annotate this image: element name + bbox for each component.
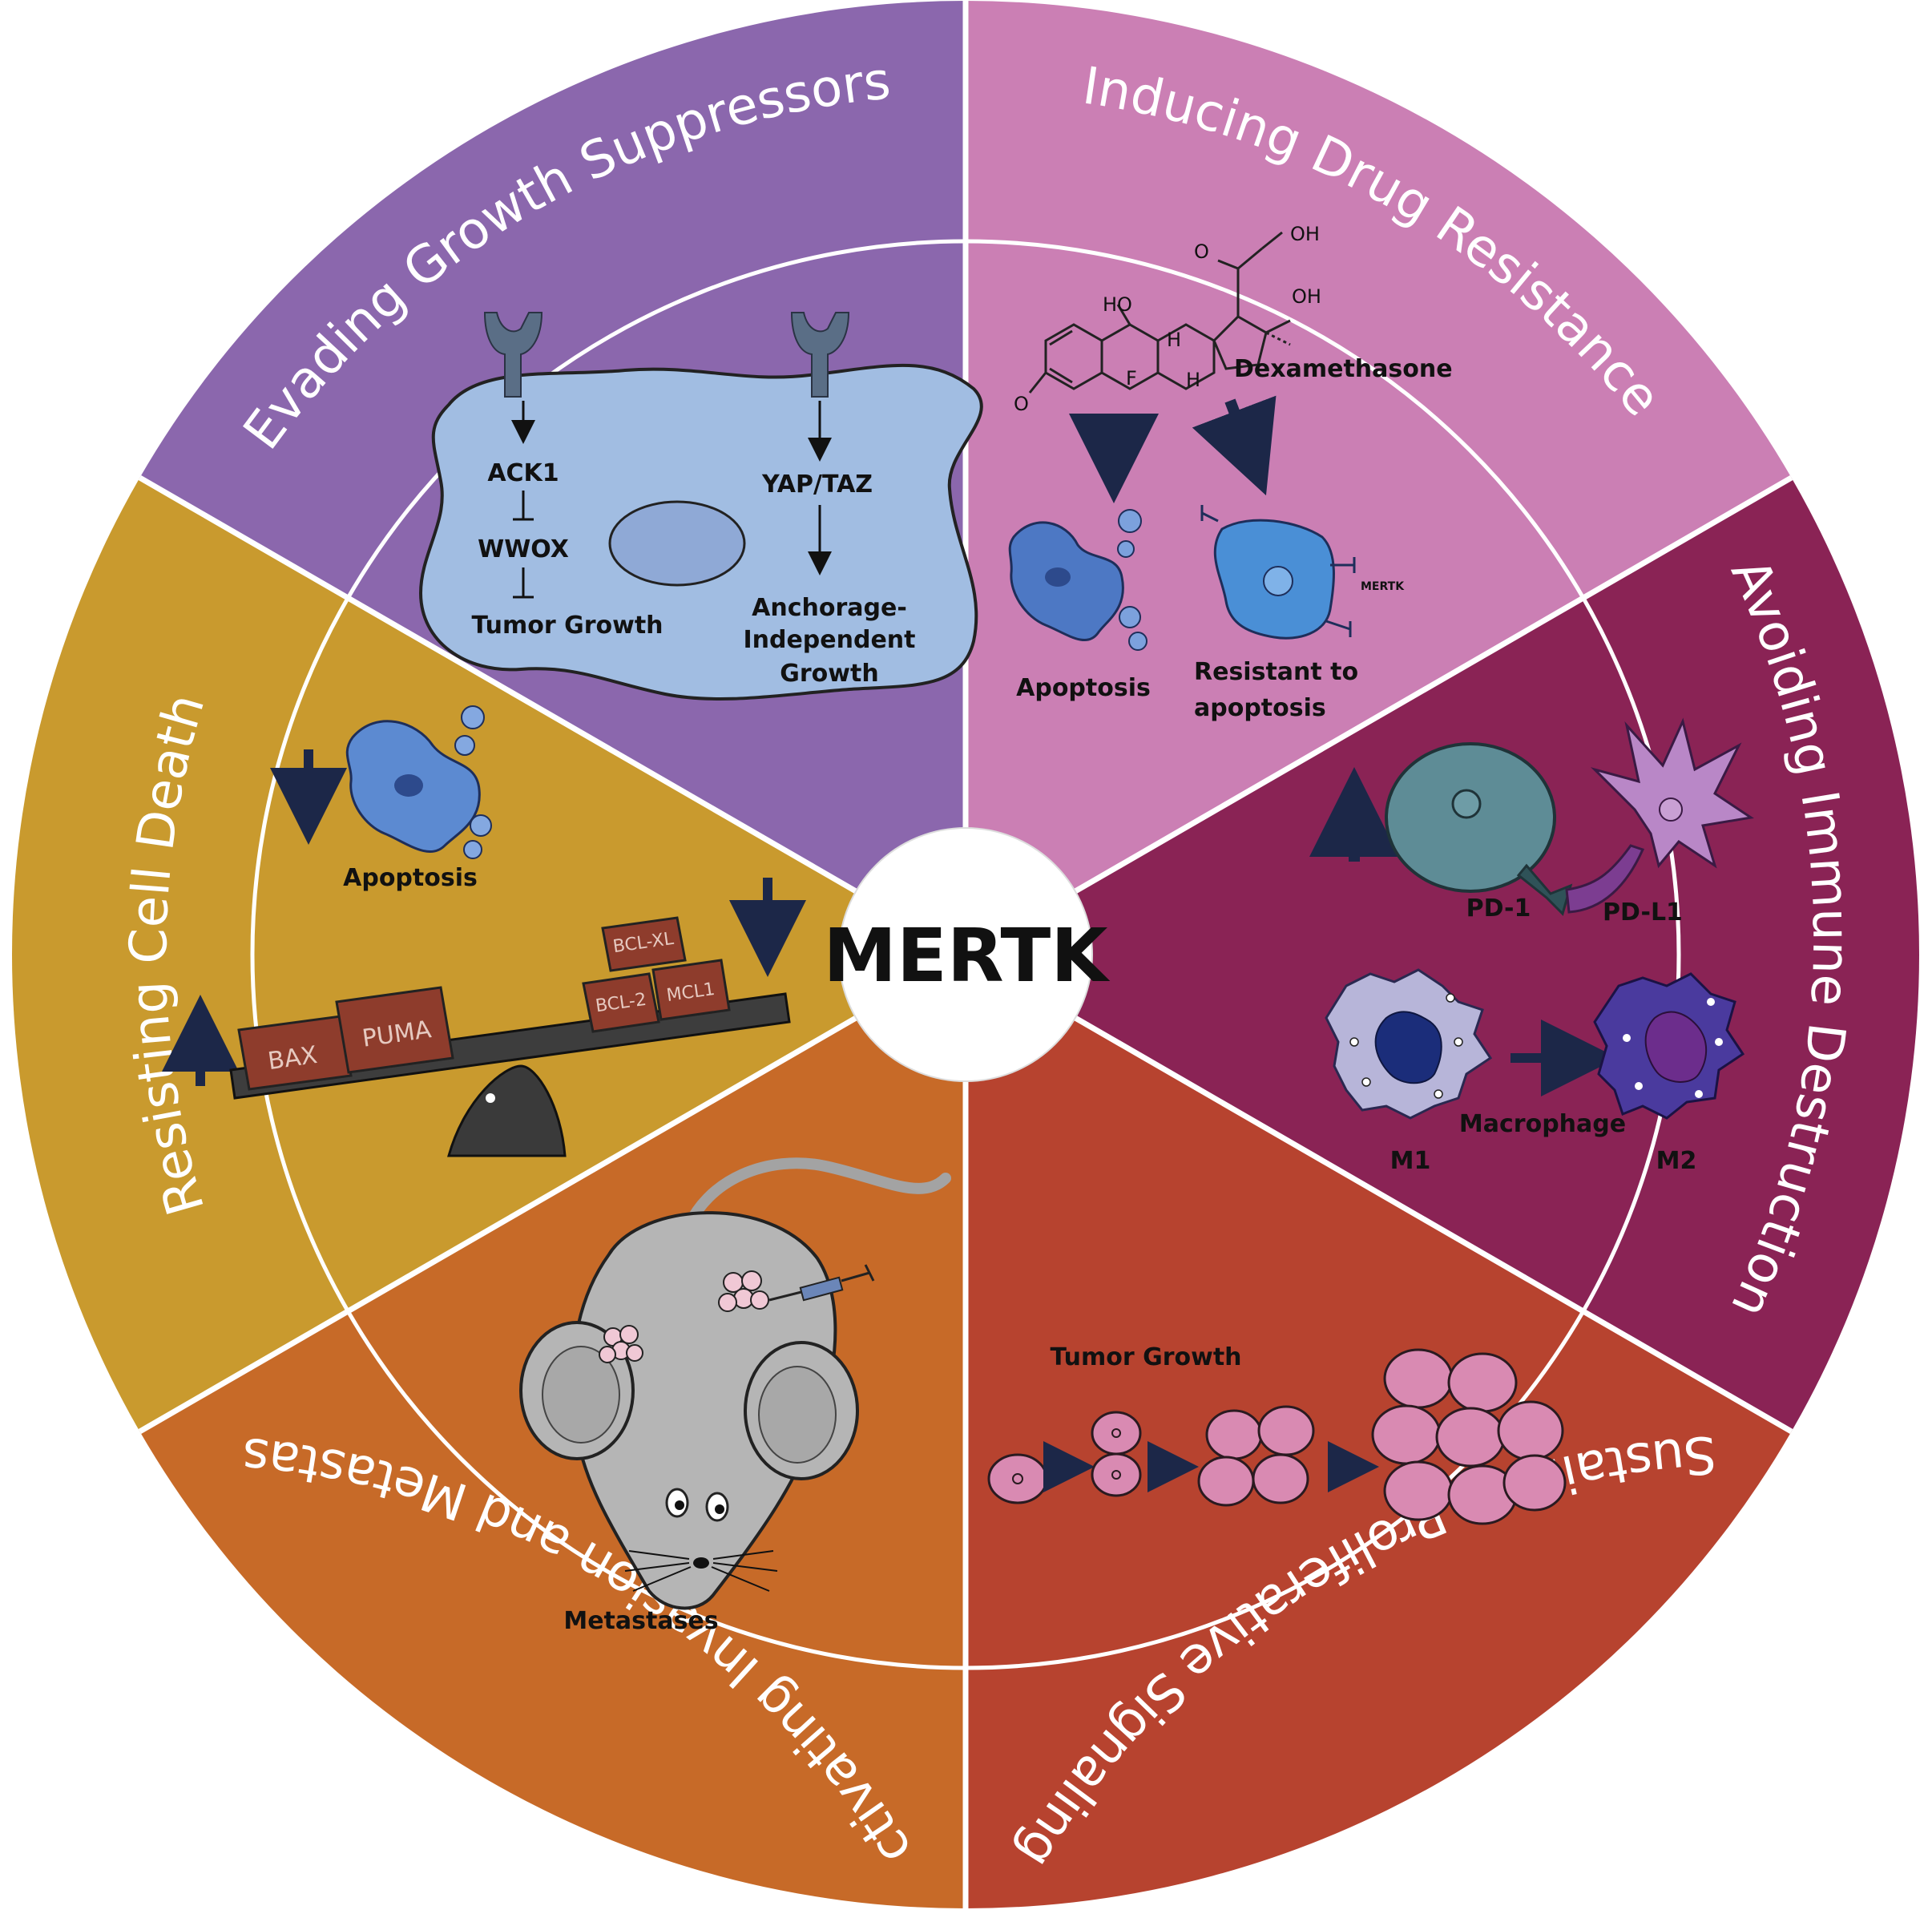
label-resistant-1: Resistant to bbox=[1194, 658, 1358, 686]
label-metastases: Metastases bbox=[563, 1607, 718, 1635]
drug-resistance-panel: OH O OH HO H H F O Dexamethasone Apoptos… bbox=[1008, 223, 1453, 722]
cell-death-panel: Apoptosis BAX PUMA BCL-2 MCL1 BCL-XL bbox=[162, 705, 806, 1157]
tumor-cells-3 bbox=[1197, 1405, 1315, 1507]
wedge-drug-resistance bbox=[966, 1, 1792, 955]
center-circle bbox=[838, 827, 1093, 1082]
chem-h-2: H bbox=[1186, 369, 1200, 391]
label-yap-taz: YAP/TAZ bbox=[761, 470, 873, 499]
proliferative-panel: Tumor Growth bbox=[987, 1343, 1567, 1525]
syringe-icon bbox=[768, 1264, 875, 1302]
block-mcl1: MCL1 bbox=[651, 959, 731, 1021]
wedge-immune-destruction bbox=[966, 478, 1919, 1431]
pdl1-ligand bbox=[1565, 844, 1645, 914]
label-m2: M2 bbox=[1656, 1147, 1697, 1175]
dendritic-cell bbox=[1590, 717, 1754, 869]
pd1-receptor bbox=[1516, 863, 1573, 916]
chem-f: F bbox=[1126, 367, 1137, 390]
label-wwox: WWOX bbox=[478, 535, 569, 563]
macrophage-m2 bbox=[1593, 972, 1745, 1120]
tumor-cells-2 bbox=[1091, 1411, 1142, 1497]
immune-panel: PD-1 PD-L1 Macrophage M1 M2 bbox=[1309, 717, 1754, 1175]
label-dexamethasone: Dexamethasone bbox=[1234, 355, 1453, 383]
segment-dividers bbox=[138, 1, 1793, 1908]
block-bcl2: BCL-2 bbox=[582, 972, 660, 1033]
macrophage-m1 bbox=[1325, 968, 1493, 1120]
label-apoptosis-death: Apoptosis bbox=[343, 864, 478, 892]
mouse-ear-left-inner bbox=[542, 1346, 620, 1444]
label-tumor-growth-prolif: Tumor Growth bbox=[1050, 1343, 1241, 1371]
label-ack1: ACK1 bbox=[487, 459, 559, 487]
mouse-tail bbox=[680, 1157, 951, 1240]
nucleus bbox=[608, 500, 746, 587]
label-anchorage-2: Independent bbox=[743, 626, 915, 654]
label-anchorage-3: Growth bbox=[780, 660, 878, 688]
chem-oh-1: OH bbox=[1290, 223, 1320, 245]
apoptotic-cell-icon-death bbox=[345, 705, 492, 859]
arrow-to-resistant bbox=[1192, 395, 1277, 496]
label-mertk-small: MERTK bbox=[1361, 580, 1405, 593]
label-resistant-2: apoptosis bbox=[1194, 694, 1326, 722]
block-puma: PUMA bbox=[335, 986, 454, 1074]
wedge-divider-4 bbox=[138, 951, 967, 1435]
chem-o-1: O bbox=[1194, 240, 1209, 263]
label-apoptosis-drug: Apoptosis bbox=[1016, 674, 1151, 702]
label-tumor-growth: Tumor Growth bbox=[471, 612, 663, 640]
chem-oh-2: OH bbox=[1292, 285, 1321, 308]
tumor-cells-1 bbox=[987, 1453, 1048, 1504]
cell-diagram-growth-suppressors: ACK1 WWOX Tumor Growth YAP/TAZ Anchorage… bbox=[418, 312, 983, 701]
receptor-right bbox=[790, 312, 850, 398]
block-bclxl: BCL-XL bbox=[601, 916, 687, 972]
dexamethasone-structure bbox=[1028, 231, 1291, 394]
wedge-divider-2 bbox=[964, 951, 1793, 1435]
label-macrophage: Macrophage bbox=[1459, 1110, 1626, 1138]
label-pdl1: PD-L1 bbox=[1603, 898, 1683, 927]
wedge-divider-5 bbox=[138, 474, 967, 958]
center-label: MERTK bbox=[823, 913, 1111, 999]
label-pd1: PD-1 bbox=[1466, 894, 1531, 923]
block-bax: BAX bbox=[237, 1015, 353, 1091]
metastasis-cluster-2 bbox=[718, 1270, 769, 1312]
mouse-whiskers bbox=[624, 1550, 778, 1592]
chem-o-2: O bbox=[1014, 393, 1029, 415]
seesaw-fulcrum bbox=[447, 1064, 567, 1157]
wedge-divider-1 bbox=[964, 474, 1793, 958]
wedge-cell-death bbox=[12, 478, 966, 1431]
apoptotic-cell-icon bbox=[1008, 509, 1148, 651]
label-bax: BAX bbox=[266, 1041, 319, 1076]
chem-h-1: H bbox=[1167, 329, 1181, 351]
metastasis-cluster-1 bbox=[599, 1325, 643, 1363]
chem-ho: HO bbox=[1103, 293, 1132, 316]
receptor-left bbox=[483, 312, 543, 398]
mouse-nose bbox=[693, 1557, 709, 1569]
label-anchorage-1: Anchorage- bbox=[752, 594, 907, 622]
mouse-panel: Metastases bbox=[519, 1157, 951, 1635]
dendritic-nucleus bbox=[1659, 798, 1683, 822]
label-m1: M1 bbox=[1390, 1147, 1431, 1175]
resistant-cell-icon bbox=[1200, 505, 1356, 640]
tumor-cells-4 bbox=[1371, 1348, 1567, 1525]
t-cell-nucleus bbox=[1451, 789, 1482, 819]
mouse-ear-right-inner bbox=[758, 1366, 837, 1464]
